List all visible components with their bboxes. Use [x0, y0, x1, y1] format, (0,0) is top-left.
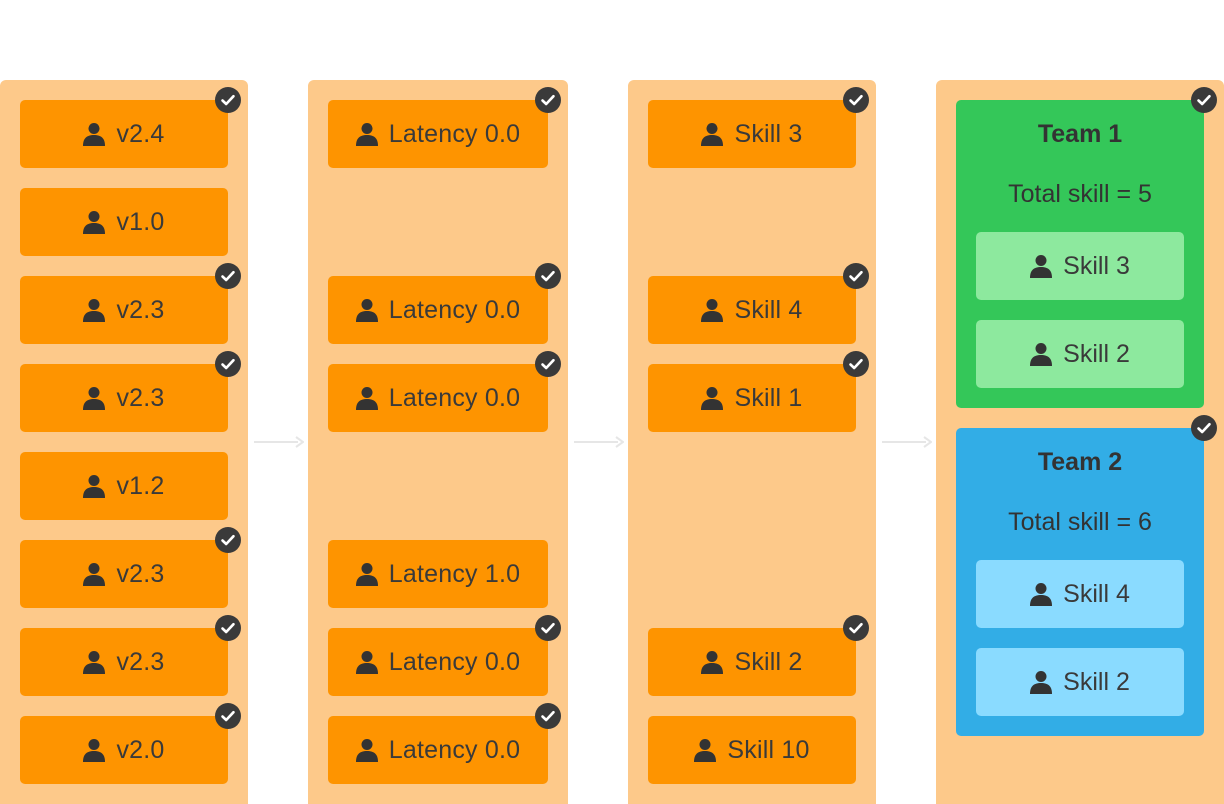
person-icon	[694, 739, 717, 762]
ticket-card: Skill 4	[648, 263, 869, 344]
checkmark-icon	[535, 615, 561, 641]
ticket-card: Skill 10	[648, 716, 856, 784]
ticket-card: v2.3	[20, 615, 241, 696]
person-icon	[83, 299, 106, 322]
checkmark-icon	[843, 351, 869, 377]
checkmark-icon	[843, 87, 869, 113]
ticket-label: Latency 0.0	[388, 295, 521, 324]
ticket-card: Skill 3	[648, 87, 869, 168]
ticket-label: Skill 3	[734, 119, 803, 148]
ticket-card: v1.0	[20, 188, 228, 256]
member-label: Skill 4	[1063, 579, 1130, 608]
ticket-card: v2.3	[20, 527, 241, 608]
checkmark-icon	[1191, 87, 1217, 113]
ticket-label: Latency 0.0	[388, 647, 521, 676]
person-icon	[1030, 255, 1053, 278]
checkmark-icon	[535, 351, 561, 377]
ticket-card: Latency 1.0	[328, 540, 548, 608]
ticket-label: Skill 2	[734, 647, 803, 676]
person-icon	[83, 123, 106, 146]
ticket-label: Latency 0.0	[388, 735, 521, 764]
checkmark-icon	[215, 615, 241, 641]
person-icon	[83, 563, 106, 586]
ticket-label: Skill 10	[727, 735, 810, 764]
checkmark-icon	[843, 615, 869, 641]
ticket-label: v2.4	[116, 119, 165, 148]
checkmark-icon	[535, 703, 561, 729]
checkmark-icon	[215, 263, 241, 289]
ticket-card: Latency 0.0	[328, 87, 561, 168]
team-card-2: Team 2 Total skill = 6 Skill 4 Skill 2	[956, 415, 1217, 736]
ticket-label: Latency 1.0	[388, 559, 521, 588]
team-title: Team 1	[1037, 120, 1123, 148]
ticket-label: Latency 0.0	[388, 383, 521, 412]
checkmark-icon	[843, 263, 869, 289]
arrow-right-icon	[882, 436, 932, 448]
member-label: Skill 2	[1063, 667, 1130, 696]
person-icon	[355, 123, 378, 146]
checkmark-icon	[215, 87, 241, 113]
ticket-label: v2.3	[116, 295, 165, 324]
team-member: Skill 4	[976, 560, 1184, 628]
person-icon	[355, 563, 378, 586]
ticket-label: Skill 1	[734, 383, 803, 412]
ticket-label: v1.2	[116, 471, 165, 500]
stage-column-teams: Team 1 Total skill = 5 Skill 3 Skill 2 T…	[936, 80, 1224, 804]
ticket-card: v2.3	[20, 263, 241, 344]
team-member: Skill 2	[976, 648, 1184, 716]
checkmark-icon	[215, 351, 241, 377]
person-icon	[1030, 671, 1053, 694]
team-card-1: Team 1 Total skill = 5 Skill 3 Skill 2	[956, 87, 1217, 408]
person-icon	[355, 651, 378, 674]
person-icon	[83, 651, 106, 674]
checkmark-icon	[535, 263, 561, 289]
checkmark-icon	[215, 527, 241, 553]
checkmark-icon	[535, 87, 561, 113]
person-icon	[83, 739, 106, 762]
person-icon	[701, 299, 724, 322]
checkmark-icon	[1191, 415, 1217, 441]
person-icon	[1030, 343, 1053, 366]
arrow-right-icon	[574, 436, 624, 448]
ticket-card: Skill 2	[648, 615, 869, 696]
ticket-label: v2.3	[116, 647, 165, 676]
ticket-card: Latency 0.0	[328, 615, 561, 696]
person-icon	[355, 387, 378, 410]
person-icon	[701, 651, 724, 674]
arrow-right-icon	[254, 436, 304, 448]
ticket-label: v1.0	[116, 207, 165, 236]
ticket-card: Latency 0.0	[328, 263, 561, 344]
ticket-card: Latency 0.0	[328, 703, 561, 784]
ticket-card: v2.0	[20, 703, 241, 784]
team-title: Team 2	[1037, 448, 1123, 476]
ticket-card: v2.4	[20, 87, 241, 168]
ticket-card: Skill 1	[648, 351, 869, 432]
ticket-label: v2.0	[116, 735, 165, 764]
member-label: Skill 2	[1063, 339, 1130, 368]
person-icon	[1030, 583, 1053, 606]
ticket-card: Latency 0.0	[328, 351, 561, 432]
stage-column-1: v2.4 v1.0 v2.3 v2.3 v1.2 v2.3 v2.3 v2.0	[0, 80, 248, 804]
ticket-label: Latency 0.0	[388, 119, 521, 148]
checkmark-icon	[215, 703, 241, 729]
team-member: Skill 3	[976, 232, 1184, 300]
person-icon	[355, 739, 378, 762]
member-label: Skill 3	[1063, 251, 1130, 280]
stage-column-3: Skill 3 Skill 4 Skill 1 Skill 2 Skill 10	[628, 80, 876, 804]
person-icon	[701, 387, 724, 410]
ticket-card: v2.3	[20, 351, 241, 432]
person-icon	[701, 123, 724, 146]
team-total-skill: Total skill = 5	[1008, 180, 1152, 208]
team-total-skill: Total skill = 6	[1008, 508, 1152, 536]
person-icon	[83, 211, 106, 234]
person-icon	[83, 475, 106, 498]
ticket-label: v2.3	[116, 559, 165, 588]
ticket-label: v2.3	[116, 383, 165, 412]
team-member: Skill 2	[976, 320, 1184, 388]
person-icon	[83, 387, 106, 410]
ticket-card: v1.2	[20, 452, 228, 520]
person-icon	[355, 299, 378, 322]
ticket-label: Skill 4	[734, 295, 803, 324]
